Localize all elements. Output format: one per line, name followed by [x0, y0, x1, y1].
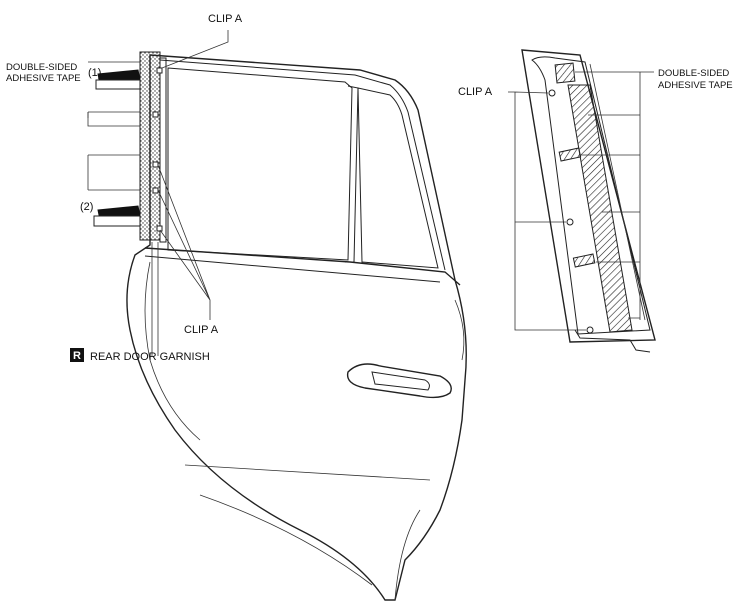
- door-outline: [126, 54, 467, 601]
- tape-pull-2: [93, 205, 141, 227]
- tape-right-leader: [575, 71, 654, 320]
- quarter-glass: [357, 87, 439, 269]
- clip-a-markers: [152, 67, 163, 232]
- tape-left-label-line2: ADHESIVE TAPE: [6, 73, 81, 84]
- clip-a-top-label: CLIP A: [208, 13, 243, 25]
- step-2-label: (2): [80, 201, 93, 213]
- tape-right-label-line2: ADHESIVE TAPE: [658, 80, 733, 91]
- window-frame: [159, 59, 446, 271]
- tape-left-label-line1: DOUBLE-SIDED: [6, 62, 77, 73]
- step-1-label: (1): [88, 67, 101, 79]
- belt-line: [144, 247, 461, 286]
- garnish-detail-view: [521, 49, 656, 353]
- part-name-badge: R: [70, 348, 84, 362]
- clip-a-top-leader: [161, 30, 229, 69]
- clip-a-bottom-leader: [157, 164, 211, 320]
- clip-a-detail-label: CLIP A: [458, 86, 493, 98]
- rear-door: [126, 54, 467, 601]
- clip-a-detail-leader: [508, 91, 586, 331]
- clip-a-detail-markers: [548, 89, 594, 334]
- badge-letter: R: [73, 350, 81, 362]
- part-name-label: REAR DOOR GARNISH: [90, 351, 210, 363]
- tape-right-label-line1: DOUBLE-SIDED: [658, 68, 729, 79]
- window-glass: [167, 67, 353, 261]
- tape-leader-left: [87, 61, 140, 191]
- tape-pull-1: [95, 69, 141, 90]
- rear-door-garnish: [139, 51, 167, 243]
- clip-a-bottom-label: CLIP A: [184, 324, 219, 336]
- door-handle: [346, 363, 452, 399]
